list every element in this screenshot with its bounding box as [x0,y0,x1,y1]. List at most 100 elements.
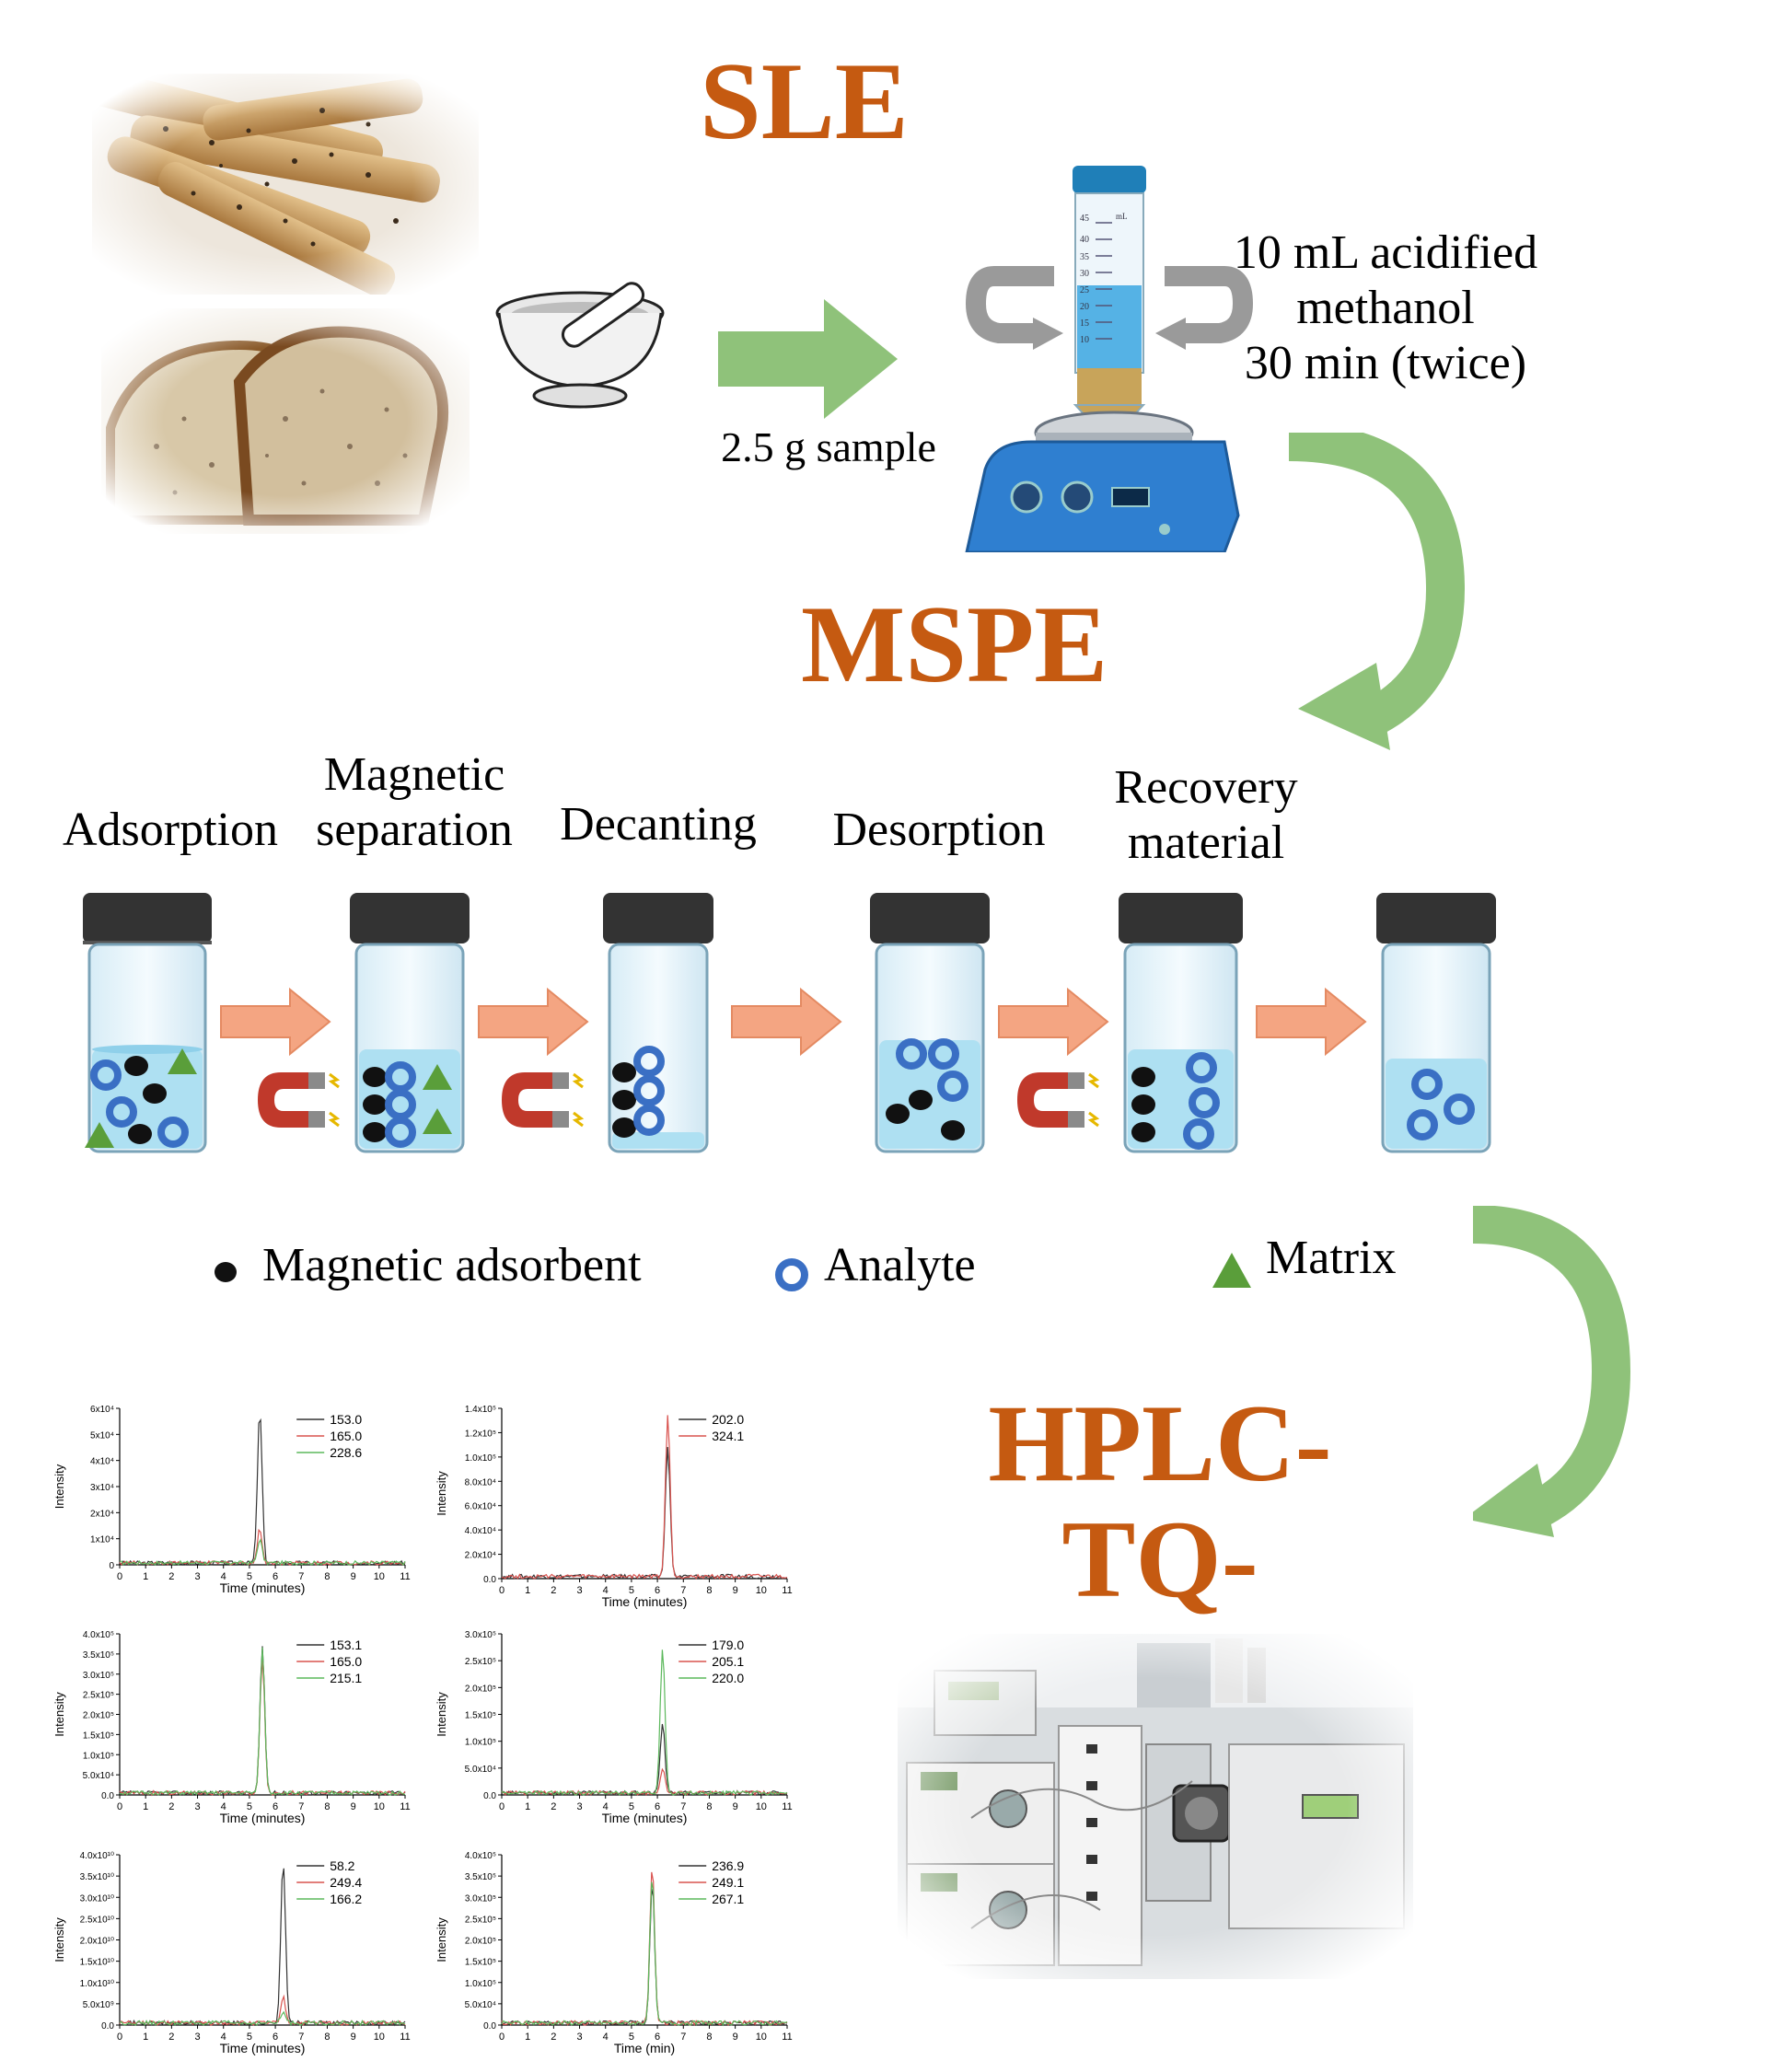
curved-arrow-sle-to-mspe [1289,433,1466,750]
tube-scale-unit: mL [1116,212,1128,221]
legend-label: 205.1 [712,1654,744,1669]
step-magnetic-line-1: Magnetic [323,748,505,801]
x-axis-label: Time (minutes) [220,1580,306,1595]
y-tick-label: 2.5x10⁵ [465,1915,496,1925]
x-tick-label: 0 [117,1801,122,1812]
tube-scale-1: 40 [1080,235,1089,245]
y-tick-label: 3.0x10⁵ [465,1893,496,1904]
x-tick-label: 3 [576,1585,582,1596]
x-tick-label: 8 [706,2031,712,2043]
step-label-magnetic-separation: Magnetic separation [295,747,534,858]
x-tick-label: 9 [733,2031,738,2043]
y-axis-label: Intensity [435,1917,448,1962]
tube-scale-2: 35 [1080,252,1089,262]
bread-slices-image [101,308,470,534]
x-tick-label: 10 [756,2031,767,2043]
legend-label: 249.4 [330,1875,362,1890]
y-tick-label: 3.5x10⁵ [465,1872,496,1882]
tube-scale-3: 30 [1080,269,1089,279]
y-tick-label: 2.5x10⁵ [83,1691,114,1701]
trace-324.1 [502,1415,788,1580]
trace-249.1 [501,1871,788,2027]
x-tick-label: 5 [629,1585,634,1596]
legend-adsorbent-dot [215,1262,237,1282]
y-tick-label: 5.0x10⁹ [83,2000,114,2010]
x-tick-label: 8 [324,1571,330,1582]
x-tick-label: 10 [756,1801,767,1812]
y-tick-label: 2.0x10⁴ [465,1551,496,1561]
y-tick-label: 1.2x10⁵ [465,1429,496,1439]
x-tick-label: 2 [168,1801,174,1812]
legend-label: 249.1 [712,1875,744,1890]
x-tick-label: 7 [680,1801,686,1812]
tube-scale-6: 15 [1080,318,1089,329]
magnetic-stirrer-with-tube: 45 mL 40 35 30 25 20 15 10 [965,166,1254,552]
y-tick-label: 0 [109,1561,114,1571]
step-recovery-line-1: Recovery [1114,761,1298,814]
x-tick-label: 3 [194,2031,200,2043]
x-tick-label: 5 [247,1571,252,1582]
x-tick-label: 6 [273,1571,278,1582]
step-desorption-line-1: Desorption [832,804,1046,856]
curved-arrow-mspe-to-hplc [1473,1206,1631,1537]
trace-215.1 [119,1647,406,1797]
x-tick-label: 4 [603,1801,609,1812]
x-tick-label: 1 [143,1801,148,1812]
y-tick-label: 2.0x10⁵ [465,1937,496,1947]
y-tick-label: 1.0x10⁵ [465,1979,496,1989]
x-tick-label: 4 [221,1801,226,1812]
x-tick-label: 2 [168,1571,174,1582]
vial-decanting [603,893,713,1153]
trace-228.6 [119,1538,406,1567]
x-tick-label: 1 [525,1585,530,1596]
x-tick-label: 11 [400,2031,410,2043]
x-tick-label: 4 [603,1585,609,1596]
sample-amount-label: 2.5 g sample [721,423,936,470]
y-tick-label: 1.5x10⁵ [465,1711,496,1721]
y-tick-label: 1.0x10⁵ [83,1751,114,1761]
y-tick-label: 8.0x10⁴ [465,1477,496,1487]
x-tick-label: 3 [576,1801,582,1812]
x-tick-label: 0 [117,1571,122,1582]
trace-205.1 [501,1767,788,1797]
legend-analyte-ring [775,1258,808,1291]
sle-conditions: 10 mL acidified methanol 30 min (twice) [1215,226,1556,390]
x-tick-label: 2 [551,1801,556,1812]
x-tick-label: 0 [117,2031,122,2043]
step-magnetic-line-2: separation [316,803,513,856]
x-tick-label: 3 [194,1801,200,1812]
y-tick-label: 4x10⁴ [90,1457,114,1467]
mortar-pestle-icon [495,282,665,409]
legend-label: 220.0 [712,1671,744,1685]
y-tick-label: 1.4x10⁵ [465,1405,496,1415]
trace-58.2 [119,1868,406,2027]
legend-label: 165.0 [330,1654,362,1669]
x-tick-label: 9 [351,1571,356,1582]
legend-adsorbent-label: Magnetic adsorbent [262,1239,642,1291]
y-tick-label: 5.0x10⁴ [465,1765,496,1775]
legend-label: 166.2 [330,1892,362,1906]
tube-scale-0: 45 [1080,214,1089,224]
y-tick-label: 3.0x10⁵ [83,1671,114,1681]
legend-label: 153.1 [330,1638,362,1652]
x-tick-label: 7 [680,2031,686,2043]
legend-label: 179.0 [712,1638,744,1652]
x-axis-label: Time (minutes) [220,1811,306,1825]
vial-recovery [1119,893,1243,1153]
step-label-decanting: Decanting [543,797,773,852]
step-decanting-line-1: Decanting [560,798,757,851]
x-tick-label: 11 [400,1571,410,1582]
mspe-title: MSPE [801,583,1108,705]
x-tick-label: 0 [499,2031,504,2043]
x-tick-label: 1 [525,1801,530,1812]
sle-condition-line-3: 30 min (twice) [1244,336,1527,389]
trace-153.0 [119,1418,406,1567]
x-tick-label: 7 [298,1801,304,1812]
vial-final-extract [1376,893,1496,1153]
tube-scale-4: 25 [1080,285,1089,295]
y-tick-label: 3.0x10¹⁰ [80,1893,114,1904]
trace-267.1 [501,1881,788,2027]
